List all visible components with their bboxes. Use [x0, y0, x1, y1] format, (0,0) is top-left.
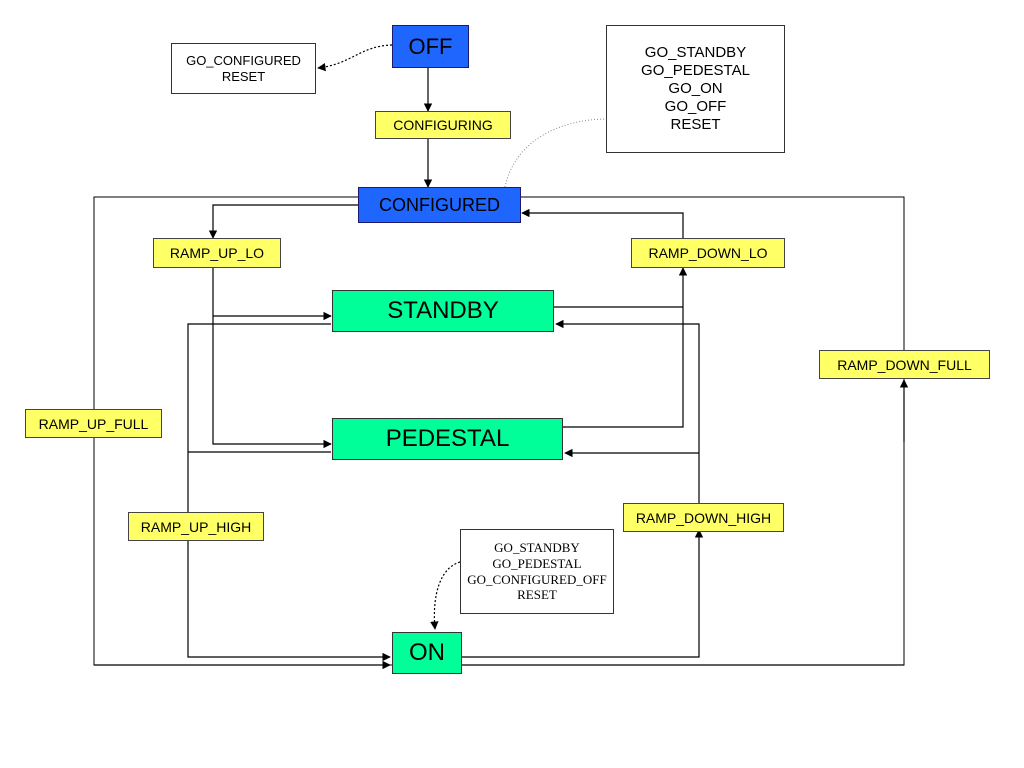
- arrow-on-to-ramp-down-high: [462, 529, 704, 658]
- transition-ramp-down-high: RAMP_DOWN_HIGH: [623, 503, 784, 532]
- note-configured-command-3: GO_ON: [668, 80, 723, 97]
- dotted-off-to-note: [317, 44, 393, 72]
- arrow-ramp-up-lo-to-pedestal: [212, 268, 332, 449]
- transition-ramp-down-lo: RAMP_DOWN_LO: [631, 238, 785, 268]
- note-off-command-2: RESET: [221, 68, 266, 84]
- transition-ramp-up-high: RAMP_UP_HIGH: [128, 512, 264, 541]
- state-pedestal: PEDESTAL: [332, 418, 563, 460]
- state-standby: STANDBY: [332, 290, 554, 332]
- note-on-command-1: GO_STANDBY: [494, 540, 580, 556]
- arrow-pedestal-to-ramp-down-lo: [563, 267, 688, 428]
- dotted-note-to-on: [430, 561, 461, 630]
- dotted-configured-to-note: [504, 118, 606, 188]
- note-configured-command-4: GO_OFF: [664, 98, 727, 115]
- note-configured-commands: GO_STANDBY GO_PEDESTAL GO_ON GO_OFF RESE…: [606, 25, 785, 153]
- arrow-standby-high-left: [187, 323, 391, 662]
- arrow-ramp-down-high-to-standby: [555, 319, 700, 505]
- transition-ramp-down-full: RAMP_DOWN_FULL: [819, 350, 990, 379]
- note-on-commands: GO_STANDBY GO_PEDESTAL GO_CONFIGURED_OFF…: [460, 529, 614, 614]
- note-on-command-2: GO_PEDESTAL: [492, 555, 582, 571]
- note-off-command-1: GO_CONFIGURED: [186, 52, 301, 68]
- note-configured-command-1: GO_STANDBY: [644, 44, 747, 61]
- note-configured-command-2: GO_PEDESTAL: [641, 62, 750, 79]
- state-configured: CONFIGURED: [358, 187, 521, 223]
- transition-ramp-up-full: RAMP_UP_FULL: [25, 409, 162, 438]
- note-off-commands: GO_CONFIGURED RESET: [171, 43, 316, 94]
- transition-ramp-up-lo: RAMP_UP_LO: [153, 238, 281, 268]
- arrow-ramp-down-lo-to-configured: [521, 208, 684, 238]
- note-on-command-3: GO_CONFIGURED_OFF: [467, 571, 607, 587]
- note-on-command-4: RESET: [517, 587, 557, 603]
- arrow-configured-to-ramp-up-lo: [208, 204, 358, 239]
- note-configured-command-5: RESET: [670, 116, 721, 133]
- transition-configuring: CONFIGURING: [375, 111, 511, 139]
- state-off: OFF: [392, 25, 469, 68]
- state-on: ON: [392, 632, 462, 674]
